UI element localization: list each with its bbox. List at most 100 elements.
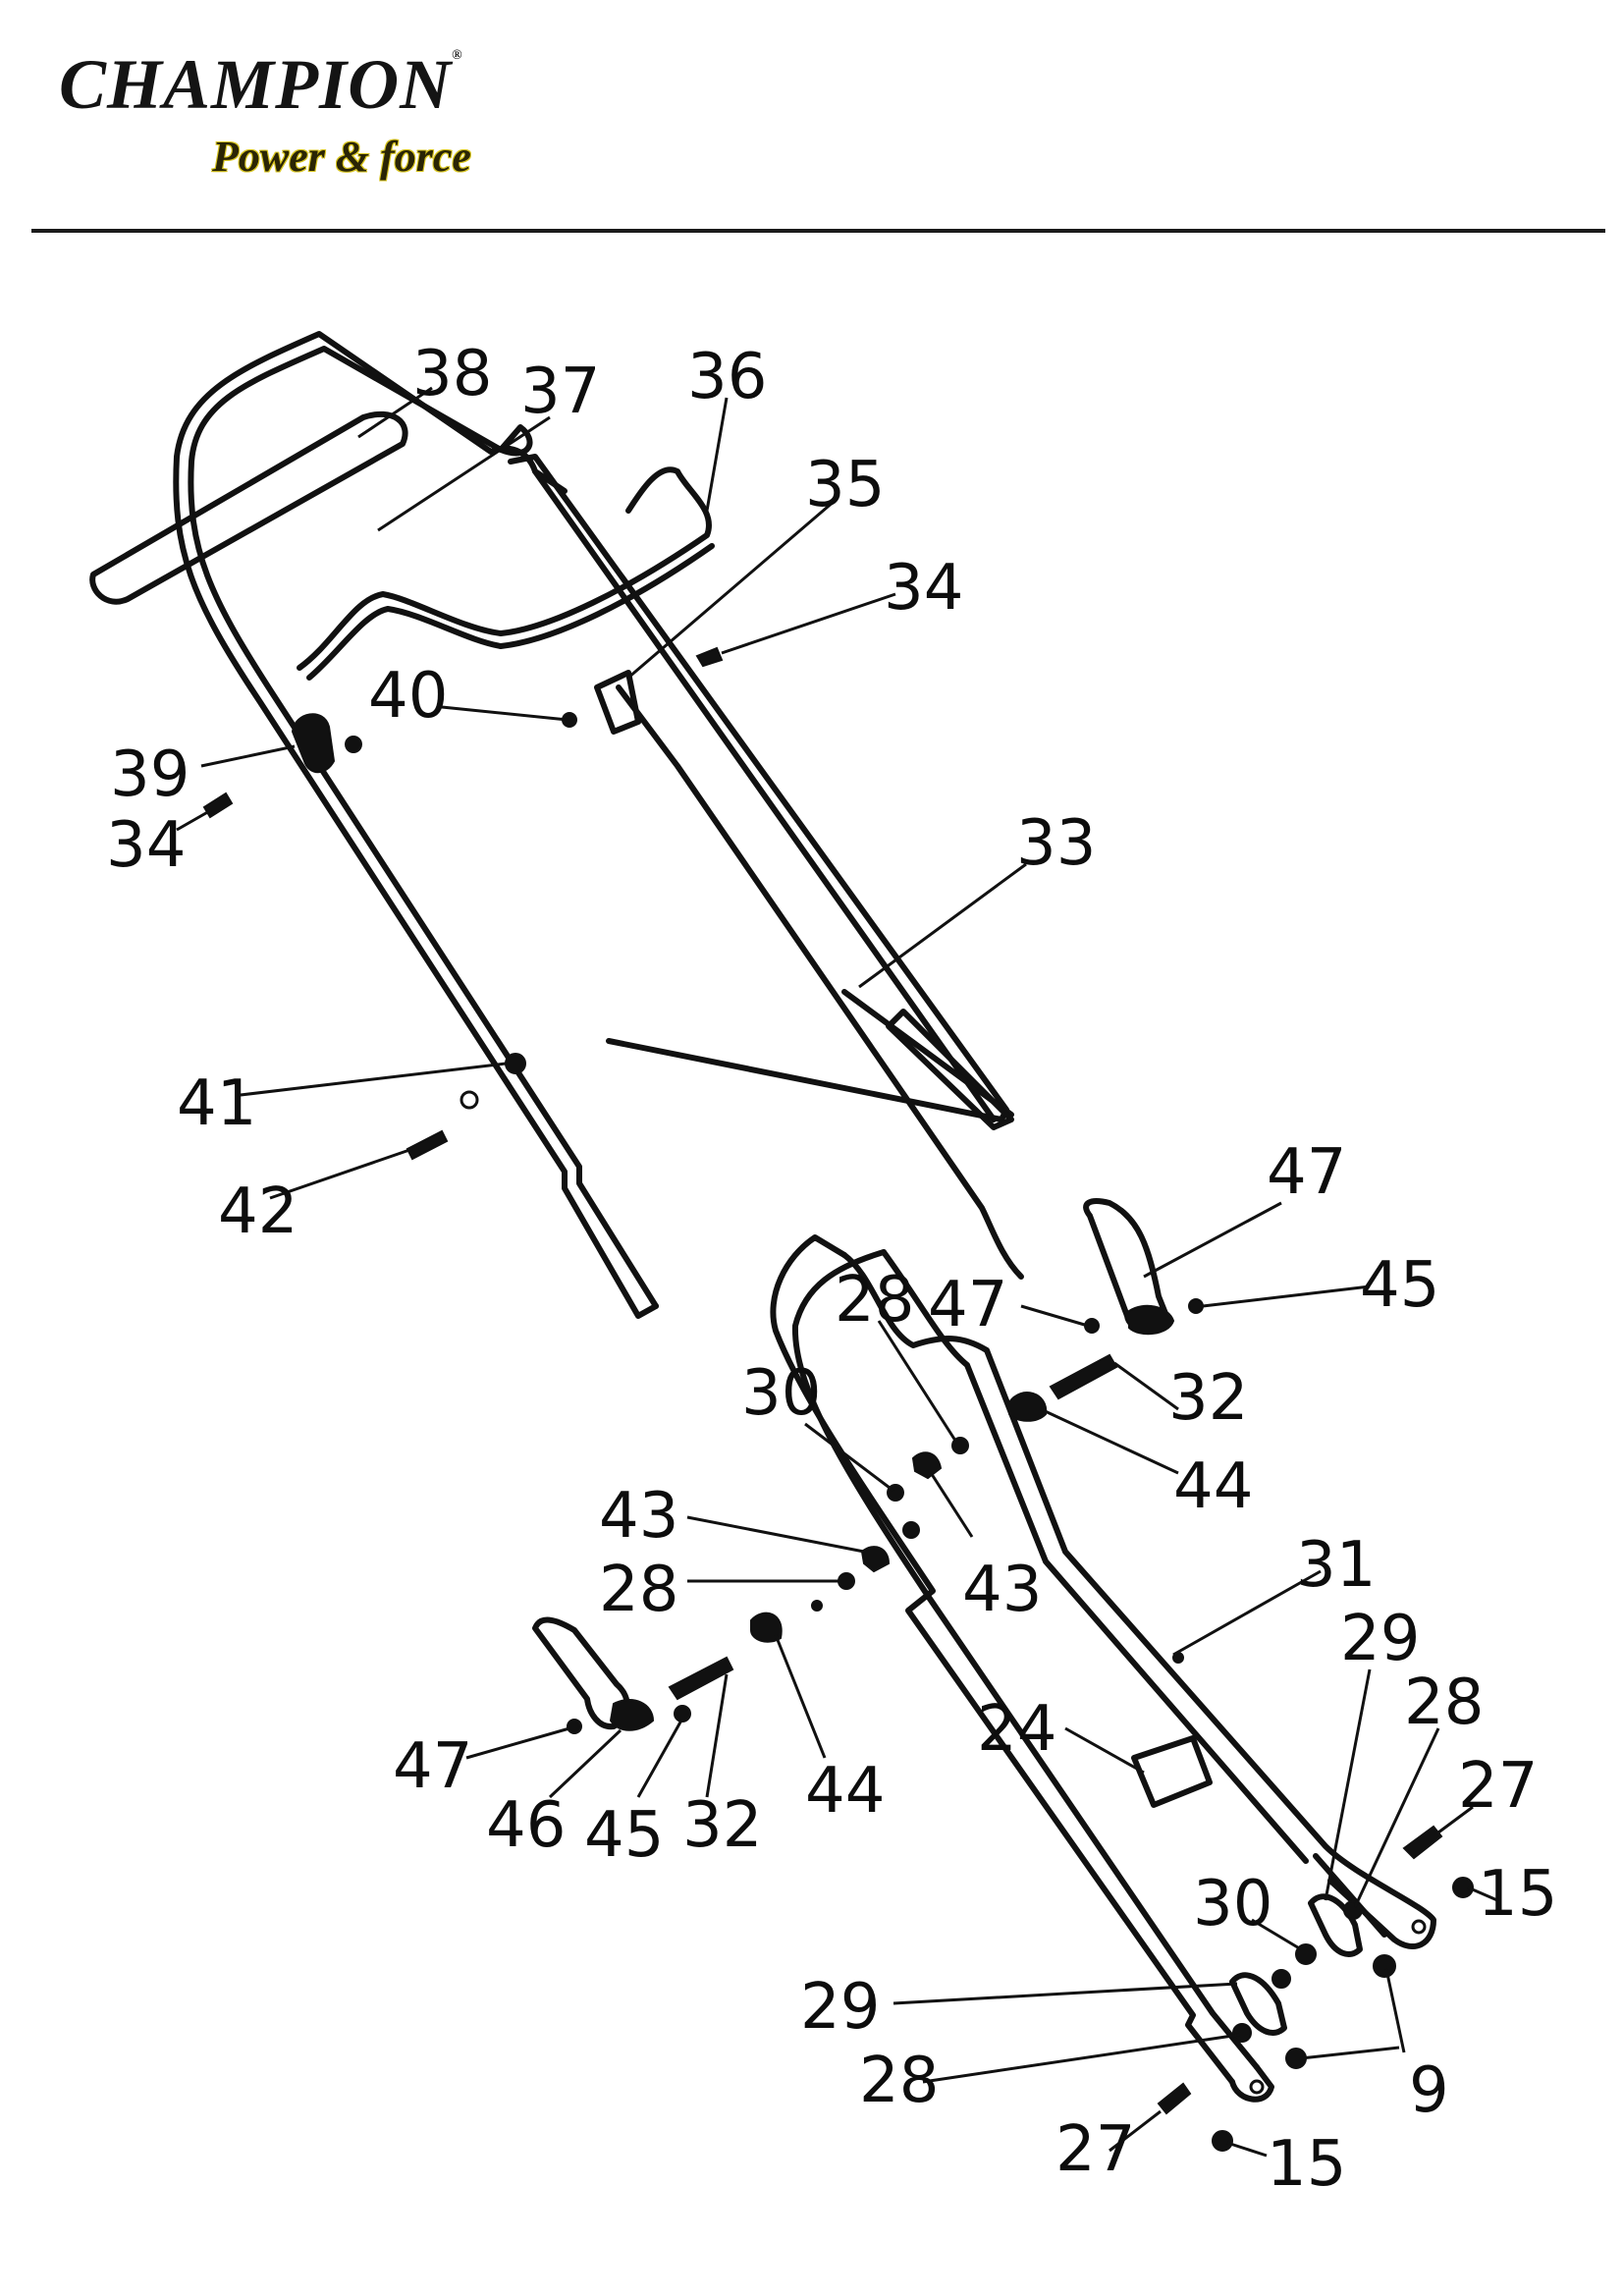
spacer-44-lower	[750, 1612, 783, 1643]
leader-45b	[636, 1718, 684, 1798]
nut-45-upper	[1188, 1298, 1204, 1314]
label-29-top: 29	[1340, 1603, 1420, 1675]
leader-30b	[1251, 1918, 1302, 1951]
label-28-top: 28	[835, 1264, 914, 1337]
label-42: 42	[218, 1175, 298, 1248]
leader-37	[377, 415, 551, 532]
label-36: 36	[687, 341, 767, 413]
label-32-left: 32	[682, 1789, 762, 1862]
leader-44a	[1040, 1407, 1179, 1475]
label-28-mid: 28	[599, 1554, 678, 1626]
lever-hub-left	[609, 1699, 655, 1731]
bolt-42	[406, 1129, 449, 1161]
leader-24	[1064, 1726, 1145, 1775]
nut-9-upper	[1373, 1954, 1396, 1978]
washer-40b	[345, 736, 362, 753]
height-bracket-left	[1229, 1972, 1287, 2036]
leader-27a	[1437, 1805, 1474, 1834]
bolt-32-upper	[1049, 1353, 1118, 1400]
leader-28d	[922, 2033, 1240, 2084]
cable-bracket	[594, 670, 641, 735]
label-15-top: 15	[1478, 1858, 1557, 1931]
bolt-27-right	[1402, 1825, 1443, 1860]
leg-hole-right	[1411, 1919, 1427, 1935]
leader-47b	[1020, 1304, 1089, 1328]
control-cable	[616, 684, 1024, 1280]
leader-40	[441, 705, 568, 722]
label-41: 41	[177, 1067, 256, 1140]
lower-handle-tube-inner	[791, 1249, 1260, 2070]
leader-30a	[804, 1422, 894, 1493]
label-15-bottom: 15	[1267, 2128, 1346, 2201]
handle-grip	[89, 410, 408, 605]
clip-43-lower	[860, 1546, 891, 1573]
brand-name-text: CHAMPION	[59, 45, 453, 124]
lower-handle-top-bend	[841, 1249, 1436, 1950]
spacer-44-upper	[1008, 1392, 1048, 1422]
leg-hole-left	[1249, 2079, 1265, 2095]
leader-44b	[774, 1634, 827, 1759]
label-34-left: 34	[106, 809, 186, 882]
handle-screw-right	[695, 646, 724, 668]
label-46: 46	[486, 1789, 566, 1862]
label-31: 31	[1296, 1529, 1376, 1602]
label-35: 35	[805, 449, 885, 521]
nut-15-right	[1452, 1877, 1474, 1898]
upper-handle-tube-outer	[188, 346, 659, 1309]
leader-34b	[176, 808, 212, 832]
label-24: 24	[977, 1693, 1056, 1766]
champion-logo: CHAMPION® Power & force	[59, 49, 569, 196]
label-9: 9	[1409, 2054, 1449, 2127]
leader-lines	[176, 386, 1498, 2158]
label-plate-24	[1131, 1735, 1213, 1808]
bail-bar	[297, 466, 715, 681]
lower-handle-tube-outer	[770, 1234, 1235, 2085]
nut-47-lower	[567, 1719, 582, 1734]
label-28-right: 28	[1404, 1667, 1484, 1739]
handle-screw-left	[202, 792, 234, 819]
leader-45a	[1202, 1285, 1371, 1308]
leader-29a	[1324, 1668, 1372, 1901]
label-43-left: 43	[599, 1480, 678, 1553]
leader-15b	[1226, 2141, 1268, 2158]
leader-41	[240, 1062, 507, 1097]
leader-15a	[1467, 1886, 1498, 1902]
leader-33	[858, 862, 1027, 989]
nut-41	[505, 1053, 526, 1074]
label-37: 37	[520, 355, 600, 428]
leader-31	[1172, 1569, 1322, 1657]
label-45-left: 45	[584, 1799, 664, 1872]
leader-46	[548, 1728, 622, 1799]
leader-29b	[893, 1982, 1238, 2005]
label-39: 39	[110, 738, 189, 811]
washer-30-b	[902, 1521, 920, 1539]
lower-handle-left-leg	[1229, 2064, 1274, 2103]
nut-28-left	[1232, 2023, 1252, 2043]
leader-27b	[1109, 2109, 1162, 2153]
leader-32b	[705, 1673, 729, 1798]
label-47-top: 47	[1267, 1136, 1346, 1209]
bolt-27-left	[1157, 2082, 1192, 2115]
lower-handle-right-leg	[1313, 1853, 1387, 1938]
leader-36	[705, 397, 729, 512]
leader-28a	[877, 1320, 959, 1445]
label-47-mid: 47	[928, 1269, 1007, 1341]
nut-28-right	[1343, 1900, 1363, 1920]
lever-hub-right	[1128, 1304, 1175, 1336]
leader-38	[357, 386, 433, 439]
label-27-top: 27	[1458, 1750, 1538, 1823]
label-43-right: 43	[962, 1554, 1042, 1626]
label-29-left: 29	[800, 1971, 880, 2044]
label-38: 38	[412, 338, 492, 410]
brand-name: CHAMPION®	[59, 49, 463, 121]
label-45-top: 45	[1360, 1249, 1439, 1322]
leader-28c	[1353, 1727, 1440, 1908]
part-labels: 38 37 36 35 34 40 39 34 33 41 42 47 45 2…	[106, 338, 1557, 2201]
label-44-top: 44	[1173, 1450, 1253, 1523]
lower-handle	[532, 1198, 1474, 2152]
clip-43-upper	[911, 1451, 943, 1480]
leader-39	[200, 744, 296, 768]
nut-30-left	[1271, 1969, 1291, 1989]
brand-tagline-text: Power & force	[212, 133, 471, 181]
